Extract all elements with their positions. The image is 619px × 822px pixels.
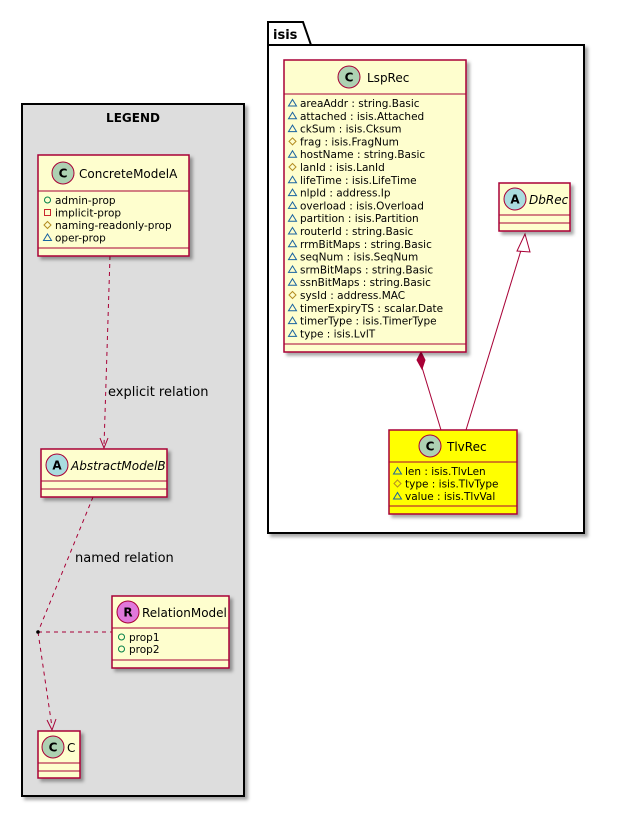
class-badge-icon (337, 65, 361, 89)
attribute-row: prop2 (129, 644, 160, 656)
class-dbrec[interactable]: A DbRec (498, 182, 571, 232)
package-visibility-icon (287, 124, 298, 133)
svg-text:A: A (510, 193, 520, 207)
package-visibility-icon (392, 491, 403, 500)
class-name: LspRec (367, 71, 409, 85)
attribute-row: hostName : string.Basic (300, 149, 425, 161)
attribute-row: admin-prop (55, 195, 116, 207)
legend-title: LEGEND (106, 111, 160, 125)
class-name: C (67, 741, 75, 755)
protected-visibility-icon (288, 290, 297, 300)
class-name: RelationModel (142, 606, 227, 620)
class-badge-icon (41, 735, 65, 759)
private-visibility-icon (44, 209, 51, 216)
abstract-badge-icon (45, 453, 69, 477)
explicit-relation-label: explicit relation (108, 385, 208, 400)
attribute-row: frag : isis.FragNum (300, 136, 399, 148)
class-badge-icon (51, 161, 75, 185)
package-visibility-icon (287, 277, 298, 286)
attribute-row: routerId : string.Basic (300, 226, 414, 238)
svg-text:R: R (123, 606, 132, 620)
attribute-row: overload : isis.Overload (300, 200, 424, 212)
attribute-row: seqNum : isis.SeqNum (300, 252, 418, 264)
attribute-row: lifeTime : isis.LifeTime (300, 175, 417, 187)
attribute-row: timerType : isis.TimerType (300, 316, 437, 328)
attribute-row: implicit-prop (55, 208, 121, 220)
attribute-row: rrmBitMaps : string.Basic (300, 239, 432, 251)
package-visibility-icon (42, 233, 53, 241)
abstract-badge-icon (503, 187, 527, 211)
attribute-row: partition : isis.Partition (300, 213, 419, 225)
class-name: DbRec (529, 193, 569, 207)
public-visibility-icon (44, 196, 51, 204)
package-visibility-icon (287, 264, 298, 273)
public-visibility-icon (118, 633, 125, 641)
named-relation-label: named relation (75, 551, 174, 566)
package-visibility-icon (287, 213, 298, 222)
package-visibility-icon (287, 252, 298, 261)
package-visibility-icon (392, 466, 403, 475)
attribute-row: len : isis.TlvLen (405, 466, 486, 478)
attribute-row: attached : isis.Attached (300, 111, 424, 123)
package-visibility-icon (287, 111, 298, 120)
protected-visibility-icon (393, 479, 402, 488)
attribute-row: prop1 (129, 632, 160, 644)
attribute-list: admin-propimplicit-propnaming-readonly-p… (42, 195, 172, 245)
package-visibility-icon (287, 188, 298, 197)
package-visibility-icon (287, 98, 298, 107)
attribute-row: sysId : address.MAC (300, 290, 405, 302)
attribute-row: type : isis.LvlT (300, 328, 376, 340)
class-name: AbstractModelB (70, 459, 166, 473)
attribute-row: naming-readonly-prop (55, 220, 172, 232)
attribute-row: timerExpiryTS : scalar.Date (300, 303, 443, 315)
attribute-row: lanId : isis.LanId (300, 162, 385, 174)
relation-explicit: explicit relation (99, 255, 208, 450)
class-name: TlvRec (446, 440, 487, 454)
package-name: isis (273, 28, 298, 43)
relation-composition (416, 350, 442, 431)
package-visibility-icon (287, 200, 298, 209)
svg-text:C: C (345, 71, 354, 85)
class-abstract-model-b[interactable]: A AbstractModelB (40, 448, 168, 498)
package-visibility-icon (287, 239, 298, 248)
svg-text:C: C (426, 440, 435, 454)
attribute-row: areaAddr : string.Basic (300, 98, 420, 110)
relation-inheritance (465, 232, 531, 431)
attribute-row: type : isis.TlvType (405, 479, 498, 491)
package-visibility-icon (287, 303, 298, 312)
relation-named: named relation (36, 496, 174, 732)
svg-text:A: A (52, 459, 62, 473)
attribute-row: srmBitMaps : string.Basic (300, 264, 433, 276)
package-visibility-icon (287, 175, 298, 184)
attribute-row: ckSum : isis.Cksum (300, 124, 402, 136)
public-visibility-icon (118, 645, 125, 653)
relation-badge-icon (116, 600, 140, 624)
class-name: ConcreteModelA (79, 167, 178, 181)
class-c[interactable]: C C (37, 730, 81, 779)
attribute-row: nlpId : address.Ip (300, 188, 391, 200)
class-lsprec[interactable]: C LspRec areaAddr : string.Basicattached… (283, 59, 467, 353)
class-badge-icon (418, 434, 442, 458)
package-visibility-icon (287, 328, 298, 337)
class-concrete-model-a[interactable]: C ConcreteModelA admin-propimplicit-prop… (37, 154, 190, 257)
svg-text:C: C (59, 167, 68, 181)
protected-visibility-icon (288, 162, 297, 172)
protected-visibility-icon (43, 220, 52, 230)
package-visibility-icon (287, 316, 298, 325)
attribute-row: ssnBitMaps : string.Basic (300, 277, 431, 289)
svg-text:C: C (49, 741, 58, 755)
package-visibility-icon (287, 149, 298, 158)
protected-visibility-icon (288, 137, 297, 146)
package-visibility-icon (287, 226, 298, 235)
attribute-row: value : isis.TlvVal (405, 491, 495, 503)
attribute-row: oper-prop (55, 233, 106, 245)
